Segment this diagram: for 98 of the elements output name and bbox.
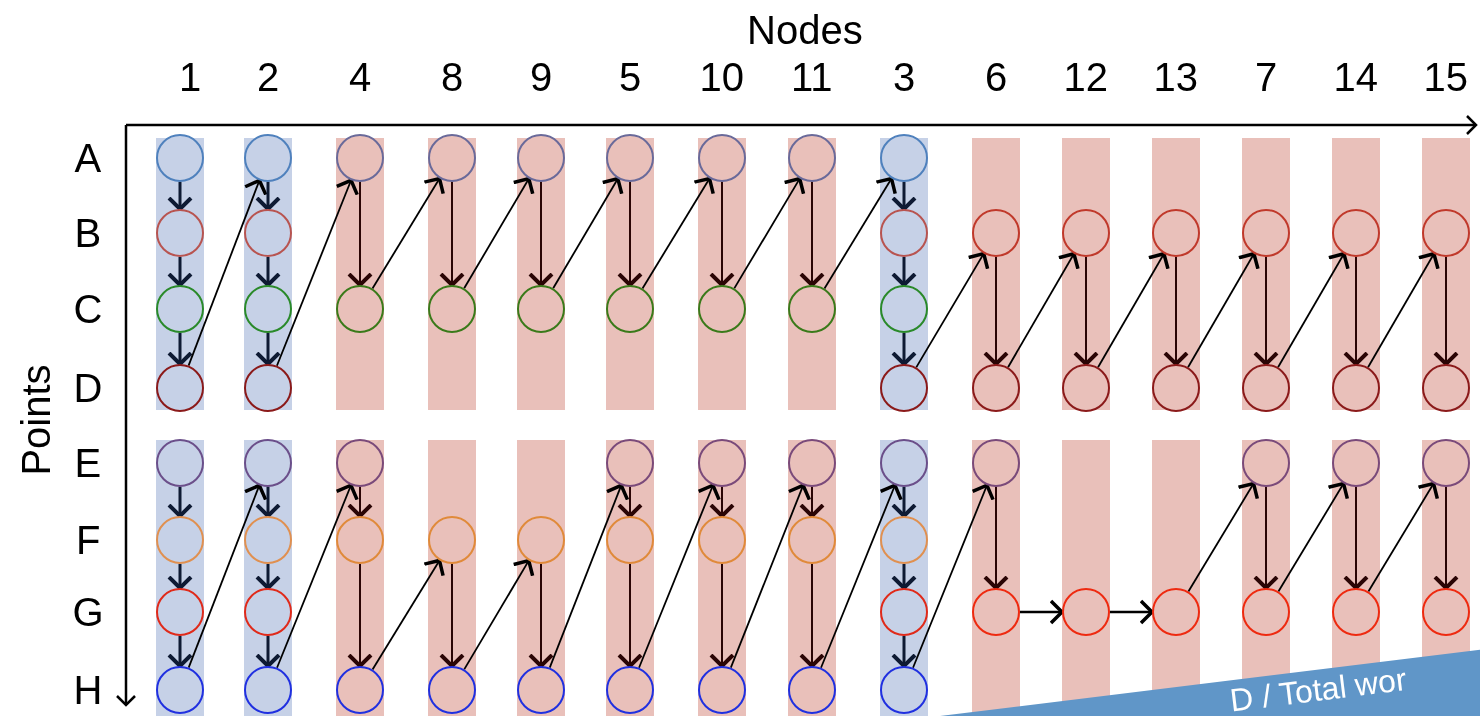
arrow bbox=[347, 181, 373, 287]
arrow bbox=[823, 176, 897, 290]
arrow bbox=[799, 486, 825, 518]
row-letter: A bbox=[74, 138, 102, 178]
arrow bbox=[1073, 256, 1099, 366]
arrow bbox=[463, 558, 535, 671]
arrow bbox=[167, 333, 193, 366]
arrow bbox=[799, 181, 825, 287]
arrow bbox=[167, 564, 193, 590]
arrow bbox=[912, 483, 995, 669]
arrow bbox=[1007, 252, 1080, 369]
row-letter: E bbox=[74, 443, 102, 483]
arrow bbox=[255, 182, 281, 211]
column-number: 10 bbox=[699, 57, 744, 97]
arrow bbox=[167, 257, 193, 287]
arrow bbox=[1253, 486, 1279, 590]
arrow bbox=[255, 636, 281, 668]
arrow bbox=[1163, 256, 1189, 366]
arrow bbox=[709, 486, 735, 518]
arrow bbox=[641, 176, 715, 290]
arrow bbox=[1343, 486, 1369, 590]
arrow bbox=[255, 333, 281, 366]
arrow bbox=[709, 563, 735, 668]
arrow bbox=[891, 333, 917, 366]
arrow bbox=[729, 483, 812, 669]
arrow bbox=[733, 176, 806, 290]
arrow bbox=[1187, 252, 1260, 369]
arrow bbox=[891, 182, 917, 211]
arrow bbox=[255, 564, 281, 590]
column-number: 4 bbox=[349, 57, 372, 97]
row-letter: D bbox=[73, 368, 103, 408]
row-letter: F bbox=[76, 520, 101, 560]
arrow bbox=[1097, 252, 1170, 369]
arrow bbox=[617, 486, 643, 518]
column-number: 13 bbox=[1153, 57, 1198, 97]
arrow bbox=[891, 487, 917, 518]
column-number: 3 bbox=[893, 57, 916, 97]
arrow bbox=[167, 182, 193, 211]
arrow bbox=[891, 257, 917, 287]
arrow bbox=[167, 636, 193, 668]
column-number: 14 bbox=[1333, 57, 1378, 97]
arrow bbox=[617, 181, 643, 287]
arrow bbox=[1277, 481, 1350, 593]
column-number: 11 bbox=[791, 57, 833, 97]
column-number: 2 bbox=[257, 57, 280, 97]
arrow bbox=[1277, 252, 1350, 369]
arrow bbox=[983, 486, 1009, 590]
arrow bbox=[528, 181, 554, 287]
banner-text: D / Total wor bbox=[1228, 663, 1409, 716]
arrow bbox=[820, 483, 903, 669]
axis-title: Nodes bbox=[747, 10, 863, 50]
arrow bbox=[347, 563, 373, 668]
arrow bbox=[276, 178, 359, 367]
arrow bbox=[255, 487, 281, 518]
arrow bbox=[463, 176, 535, 290]
row-letter: H bbox=[73, 670, 103, 710]
row-letter: B bbox=[74, 213, 102, 253]
arrow bbox=[187, 178, 268, 367]
column-number: 5 bbox=[619, 57, 642, 97]
arrow bbox=[187, 483, 268, 669]
column-number: 6 bbox=[985, 57, 1008, 97]
arrow bbox=[439, 181, 465, 287]
arrow bbox=[891, 564, 917, 590]
axis-title: Points bbox=[15, 364, 56, 476]
arrow bbox=[1367, 252, 1440, 369]
column-number: 8 bbox=[441, 57, 464, 97]
arrow bbox=[1110, 599, 1154, 625]
arrow bbox=[347, 486, 373, 518]
arrow bbox=[891, 636, 917, 668]
arrow bbox=[1020, 599, 1064, 625]
arrow bbox=[548, 483, 630, 669]
arrow bbox=[799, 563, 825, 668]
column-number: 15 bbox=[1423, 57, 1468, 97]
arrow bbox=[638, 483, 721, 669]
arrow bbox=[915, 251, 990, 369]
arrow bbox=[1367, 481, 1440, 593]
arrow bbox=[617, 563, 643, 668]
arrow bbox=[1187, 481, 1260, 593]
row-letter: C bbox=[73, 289, 103, 329]
column-number: 12 bbox=[1063, 57, 1108, 97]
arrow bbox=[1343, 256, 1369, 366]
arrow bbox=[1433, 486, 1459, 590]
arrow bbox=[1433, 256, 1459, 366]
arrow bbox=[528, 563, 554, 668]
arrow bbox=[1253, 256, 1279, 366]
column-number: 7 bbox=[1255, 57, 1278, 97]
column-number: 9 bbox=[530, 57, 553, 97]
column-number: 1 bbox=[179, 57, 202, 97]
arrow bbox=[167, 487, 193, 518]
arrow bbox=[709, 181, 735, 287]
arrow bbox=[276, 483, 359, 669]
arrow bbox=[371, 176, 445, 290]
arrow bbox=[983, 256, 1009, 366]
arrow bbox=[371, 558, 445, 671]
arrow bbox=[552, 176, 624, 290]
arrow bbox=[255, 257, 281, 287]
row-letter: G bbox=[72, 592, 104, 632]
arrow bbox=[439, 563, 465, 668]
